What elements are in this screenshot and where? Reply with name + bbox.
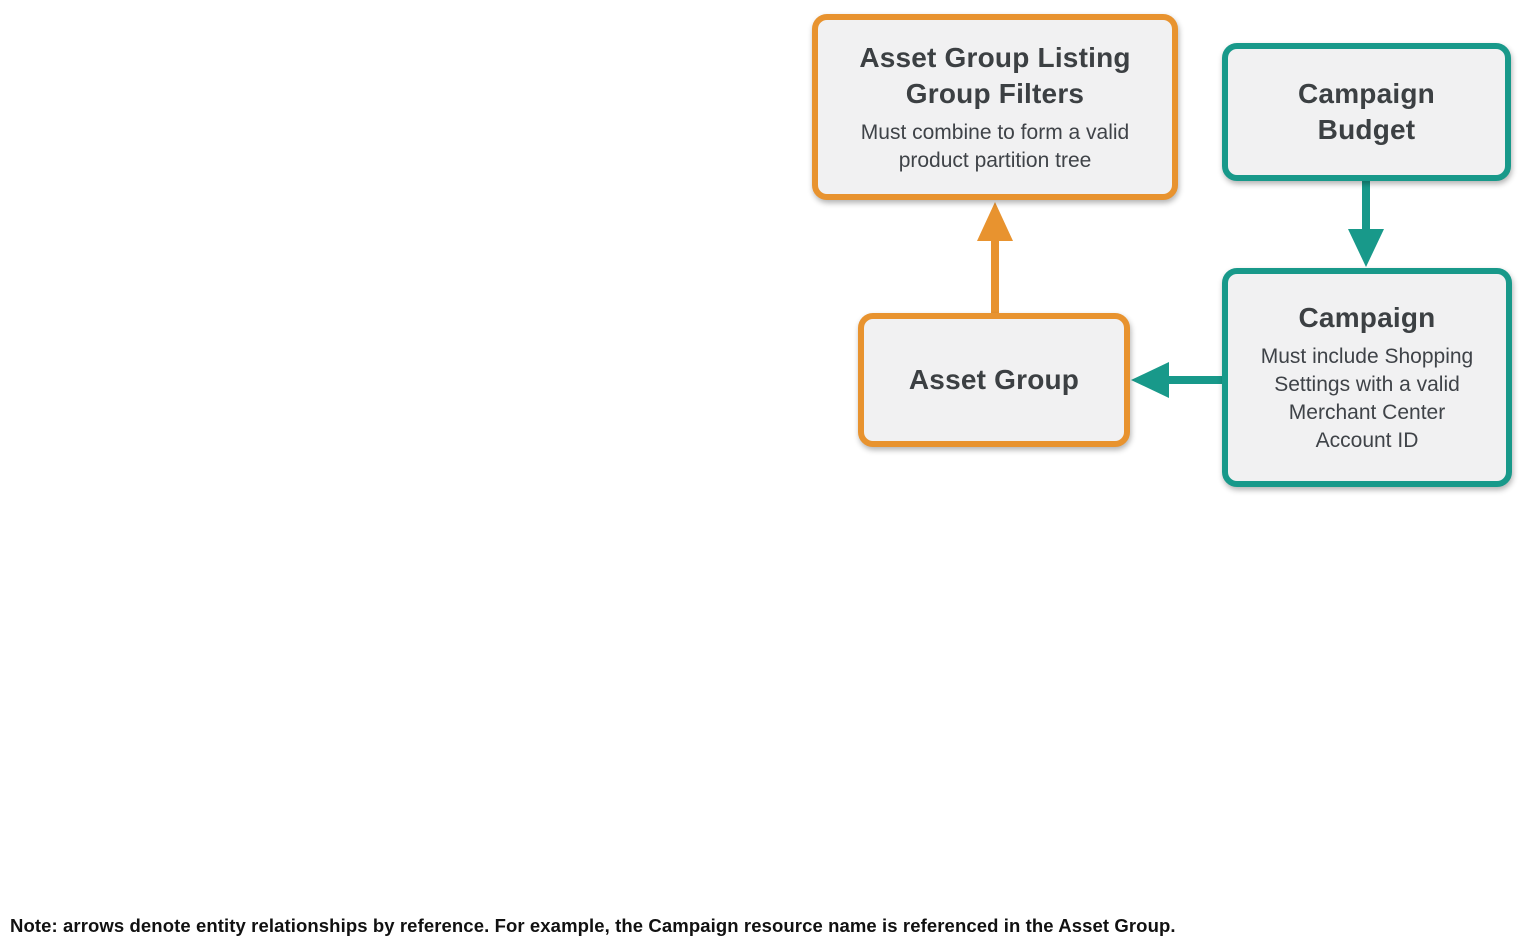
node-title: Asset Group: [908, 364, 1080, 395]
node-title: Campaign: [1298, 302, 1436, 333]
node-title: Asset Group Listing Group Filters: [859, 41, 1131, 109]
node-campaign-budget: Campaign Budget: [1222, 43, 1511, 181]
node-title: Campaign Budget: [1298, 78, 1435, 145]
node-subtitle: Must combine to form a valid product par…: [860, 120, 1130, 172]
node-campaign: Campaign Must include Shopping Settings …: [1222, 268, 1512, 487]
node-asset-group-listing-group-filters: Asset Group Listing Group Filters Must c…: [812, 14, 1178, 200]
node-asset-group: Asset Group: [858, 313, 1130, 447]
arrow-campaign-to-asset-group: [1131, 362, 1225, 398]
arrow-campaign-budget-to-campaign: [1348, 178, 1384, 267]
arrow-asset-group-to-listing-filters: [977, 202, 1013, 316]
node-subtitle: Must include Shopping Settings with a va…: [1260, 345, 1474, 452]
footnote: Note: arrows denote entity relationships…: [10, 915, 1176, 936]
